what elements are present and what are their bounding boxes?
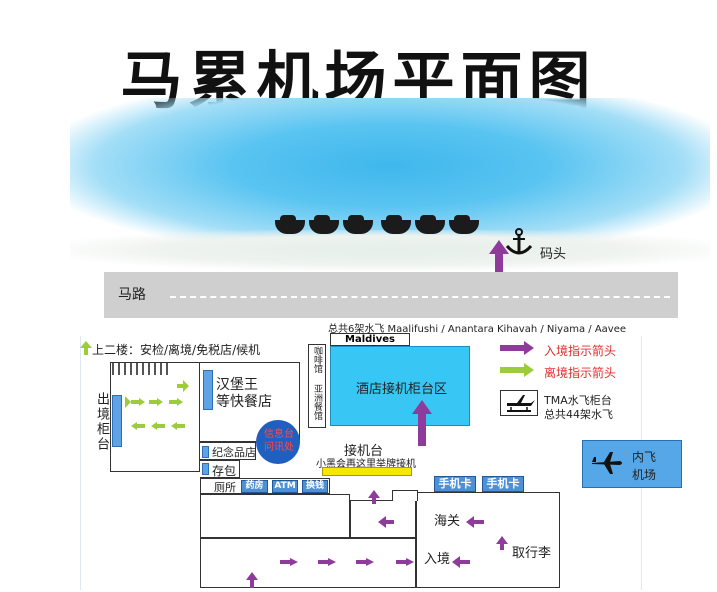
up-arrow-icon	[80, 340, 92, 359]
luggage-marker	[202, 463, 209, 475]
hotel-pickup-zone	[330, 346, 470, 426]
departure-arrows	[119, 380, 197, 440]
customs-hall	[416, 492, 560, 588]
boat-icon	[275, 220, 305, 234]
info-desk	[256, 420, 300, 464]
tma-counter-label: TMA水飞柜台	[544, 394, 612, 407]
sim-card-tag-1: 手机卡	[434, 476, 476, 492]
arrival-legend-label: 入境指示箭头	[544, 344, 617, 358]
stairs	[112, 363, 172, 375]
cafe-label: 咖啡馆	[312, 346, 322, 373]
boat-icon	[343, 220, 373, 234]
pickup-note: 小黑会再这里举牌接机	[316, 459, 416, 470]
toilet-label: 厕所	[214, 481, 236, 494]
corridor-lower	[200, 538, 416, 588]
departure-legend-label: 离境指示箭头	[544, 366, 617, 380]
souvenir-label: 纪念品店	[212, 446, 256, 459]
info-desk-label: 信息台问讯处	[264, 429, 294, 453]
arrival-legend-arrow-icon	[500, 340, 534, 359]
departure-legend-arrow-icon	[500, 362, 534, 381]
corridor-step	[392, 490, 418, 501]
upstairs-note: 上二楼：安检/离境/免税店/候机	[92, 343, 261, 357]
boat-icon	[449, 220, 479, 234]
pickup-counter-label: 接机台	[344, 444, 384, 459]
tma-count-label: 总共44架水飞	[544, 408, 613, 421]
asia-restaurant-label: 亚洲餐馆	[312, 384, 322, 420]
domestic-flight-line1: 内飞	[632, 450, 657, 464]
departure-hall	[110, 362, 200, 472]
baggage-claim-label: 取行李	[512, 546, 552, 561]
atm-tag: ATM	[272, 480, 298, 493]
burger-king-counter	[203, 370, 213, 410]
road	[104, 272, 678, 318]
luggage-box	[200, 460, 240, 478]
anchor-icon	[504, 228, 534, 262]
corridor-upper	[200, 494, 350, 538]
arrival-arrow-icon	[489, 240, 509, 292]
immigration-label: 入境	[424, 552, 451, 567]
road-label: 马路	[118, 287, 146, 303]
arrival-route-arrows	[230, 488, 510, 588]
boats	[275, 216, 495, 234]
wharf-label: 码头	[540, 247, 567, 262]
boat-icon	[415, 220, 445, 234]
exchange-tag: 换钱	[302, 480, 328, 493]
souvenir-box	[200, 442, 256, 460]
domestic-flight-line2: 机场	[632, 468, 657, 482]
departure-counter-label: 出境柜台	[94, 392, 109, 452]
boat-icon	[309, 220, 339, 234]
pharmacy-tag: 药房	[241, 480, 268, 493]
burger-king-line2: 等快餐店	[216, 394, 272, 410]
luggage-label: 存包	[212, 464, 237, 478]
beach-area	[70, 230, 710, 270]
customs-label: 海关	[434, 514, 461, 529]
boat-icon	[381, 220, 411, 234]
hotel-pickup-label: 酒店接机柜台区	[356, 382, 448, 397]
road-centerline	[170, 296, 670, 298]
plane-icon	[590, 452, 624, 478]
sim-card-tag-2: 手机卡	[482, 476, 524, 492]
souvenir-marker	[202, 446, 209, 458]
burger-king-line1: 汉堡王	[216, 377, 258, 393]
seaplane-note: 总共6架水飞 Maalifushi / Anantara Kihavah / N…	[328, 324, 627, 335]
departure-counter-bar	[112, 395, 122, 447]
cafe-column	[308, 344, 326, 428]
arrival-arrow-icon	[412, 400, 432, 450]
pickup-counter-bar	[322, 467, 412, 476]
seaplane-counter-icon	[500, 390, 538, 416]
